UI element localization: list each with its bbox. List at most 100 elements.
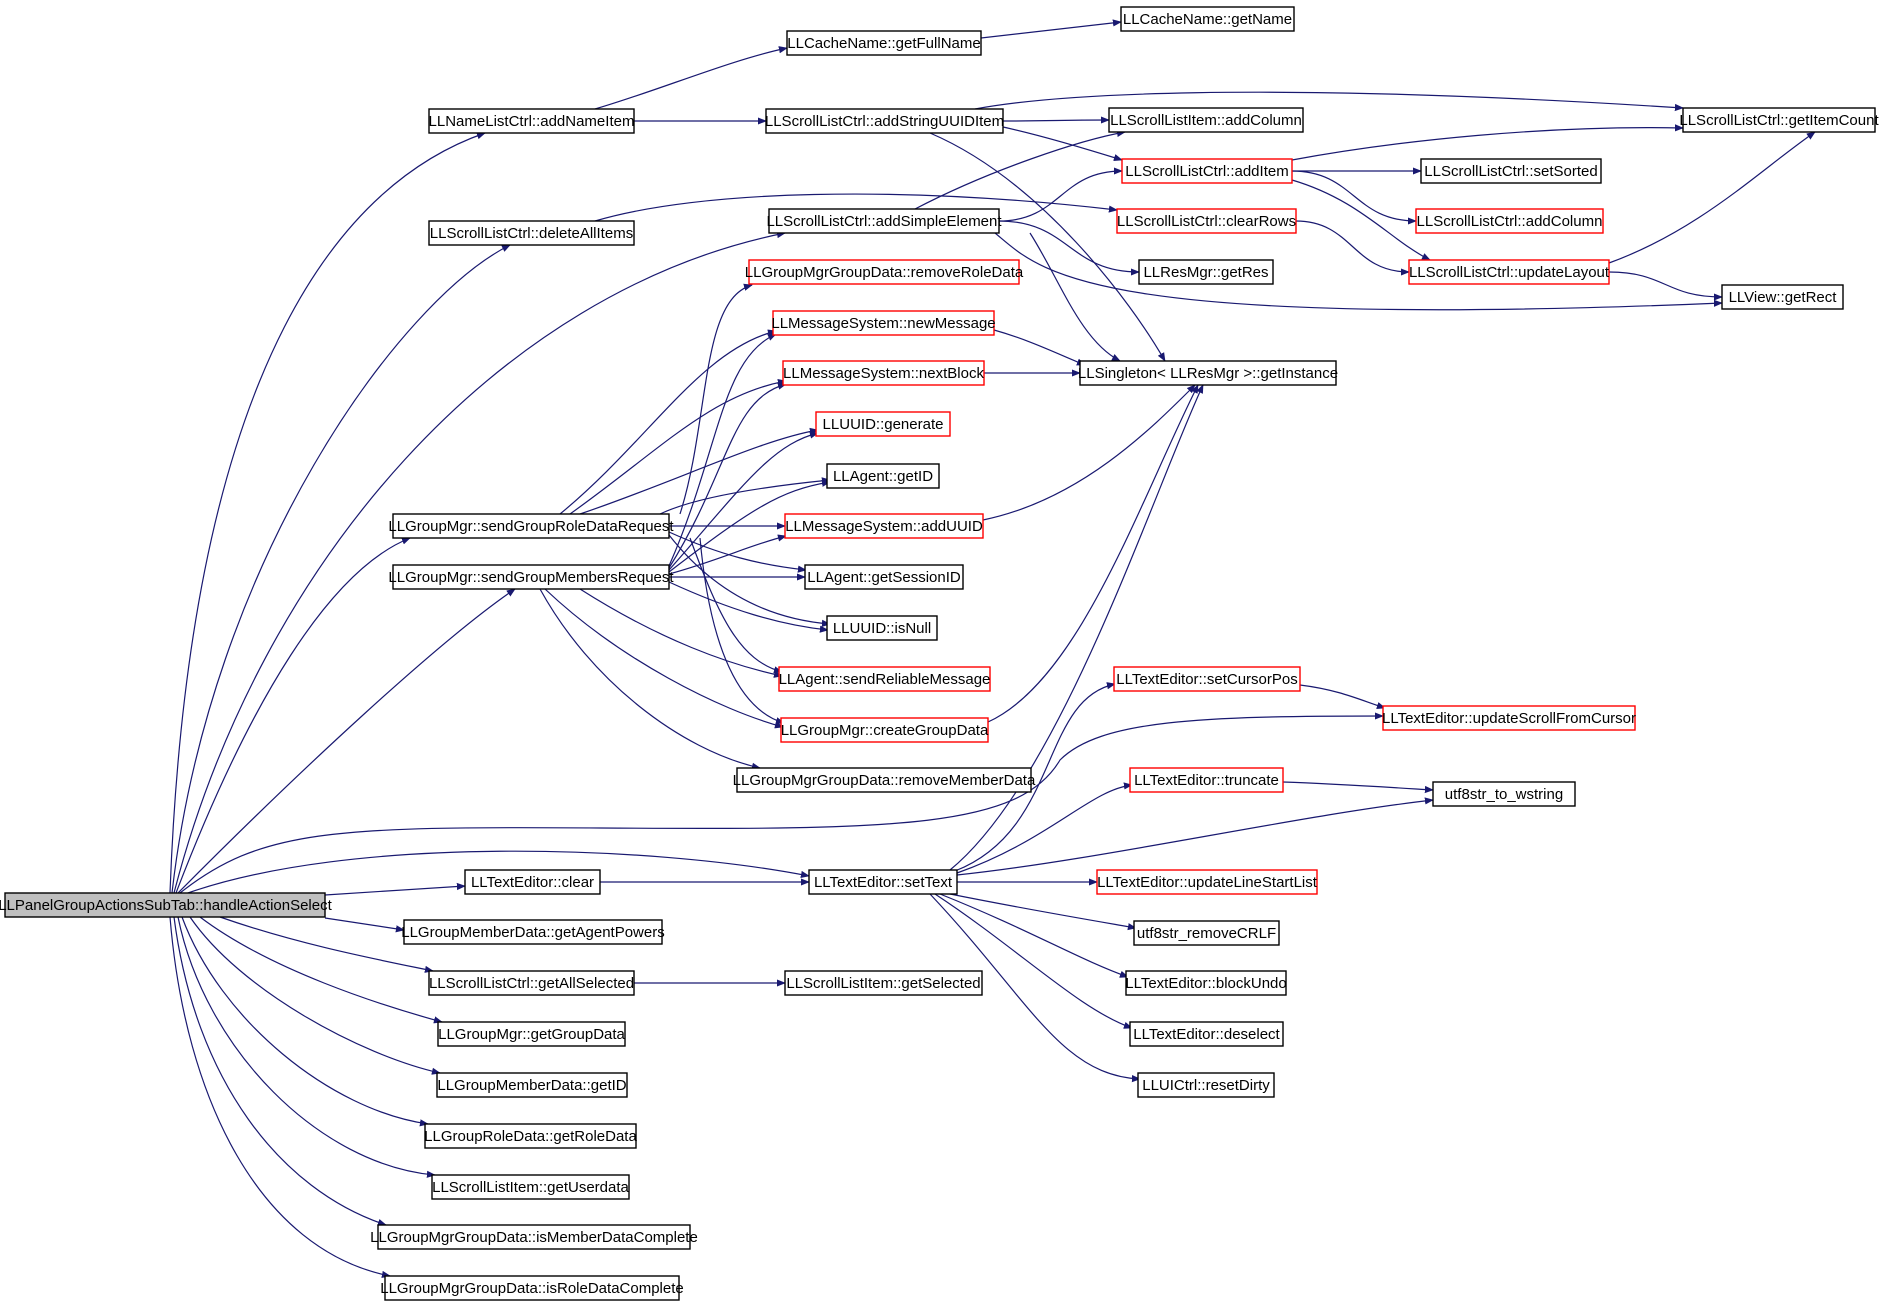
node-sl_setSorted[interactable]: LLScrollListCtrl::setSorted — [1420, 158, 1602, 184]
node-utf8str_to_wstring[interactable]: utf8str_to_wstring — [1432, 781, 1576, 807]
node-root[interactable]: LLPanelGroupActionsSubTab::handleActionS… — [0, 892, 333, 918]
edge-line — [1295, 220, 1410, 276]
edge-line — [668, 382, 787, 569]
node-te_blockUndo[interactable]: LLTextEditor::blockUndo — [1125, 970, 1287, 996]
node-sl_getItemCount[interactable]: LLScrollListCtrl::getItemCount — [1679, 107, 1879, 133]
edges-layer — [169, 19, 1816, 1278]
node-te_deselect[interactable]: LLTextEditor::deselect — [1129, 1021, 1284, 1047]
node-msg_addUUID[interactable]: LLMessageSystem::addUUID — [784, 513, 984, 539]
node-agent_sendReliableMessage[interactable]: LLAgent::sendReliableMessage — [778, 666, 991, 692]
node-box — [1079, 360, 1337, 386]
edge-sl_clearRows-to-sl_updateLayout — [1295, 220, 1410, 276]
node-box — [1382, 705, 1636, 731]
node-sl_addStringUUIDItem[interactable]: LLScrollListCtrl::addStringUUIDItem — [765, 108, 1004, 134]
node-label: LLUUID::isNull — [833, 620, 931, 637]
node-box — [4, 892, 326, 918]
node-cache_getName[interactable]: LLCacheName::getName — [1120, 6, 1295, 32]
edge-root-to-gmgd_isMemberDataComplete — [173, 916, 387, 1226]
node-te_updateScrollFromCursor[interactable]: LLTextEditor::updateScrollFromCursor — [1382, 705, 1636, 731]
node-res_getRes[interactable]: LLResMgr::getRes — [1138, 259, 1274, 285]
node-box — [1408, 259, 1610, 285]
edge-root-to-grd_getRoleData — [181, 916, 429, 1127]
edge-te_setCursorPos-to-te_updateScrollFromCursor — [1299, 684, 1386, 709]
node-box — [1120, 6, 1295, 32]
edge-gm_sendGroupMembersRequest-to-agent_getID — [668, 479, 831, 573]
node-label: LLTextEditor::blockUndo — [1125, 975, 1286, 992]
edge-te_setText-to-te_truncate — [956, 782, 1133, 874]
node-sli_addColumn[interactable]: LLScrollListItem::addColumn — [1108, 107, 1304, 133]
node-gm_createGroupData[interactable]: LLGroupMgr::createGroupData — [780, 717, 989, 743]
node-label: LLScrollListCtrl::setSorted — [1424, 163, 1597, 180]
node-uuid_isNull[interactable]: LLUUID::isNull — [826, 615, 938, 641]
edge-line — [949, 893, 1137, 931]
node-gmgd_isMemberDataComplete[interactable]: LLGroupMgrGroupData::isMemberDataComplet… — [370, 1224, 698, 1250]
node-msg_newMessage[interactable]: LLMessageSystem::newMessage — [771, 310, 996, 336]
node-grd_getRoleData[interactable]: LLGroupRoleData::getRoleData — [424, 1123, 637, 1149]
node-gm_getGroupData[interactable]: LLGroupMgr::getGroupData — [437, 1021, 626, 1047]
edge-msg_addUUID-to-singleton_getInstance — [982, 384, 1196, 521]
node-sl_addItem[interactable]: LLScrollListCtrl::addItem — [1121, 158, 1293, 184]
nodes-layer: LLPanelGroupActionsSubTab::handleActionS… — [0, 6, 1879, 1301]
edge-line — [169, 132, 486, 894]
node-box — [768, 208, 1000, 234]
edge-line — [177, 588, 516, 894]
node-te_clear[interactable]: LLTextEditor::clear — [464, 869, 601, 895]
node-label: LLGroupMgrGroupData::isMemberDataComplet… — [370, 1229, 698, 1246]
node-gm_sendGroupRoleDataRequest[interactable]: LLGroupMgr::sendGroupRoleDataRequest — [388, 513, 674, 539]
node-box — [778, 666, 991, 692]
edge-gm_sendGroupMembersRequest-to-gmgd_removeMemberData — [539, 588, 761, 770]
node-sl_clearRows[interactable]: LLScrollListCtrl::clearRows — [1116, 208, 1297, 234]
node-agent_getSessionID[interactable]: LLAgent::getSessionID — [804, 564, 964, 590]
node-uuid_generate[interactable]: LLUUID::generate — [815, 411, 951, 437]
node-gmgd_isRoleDataComplete[interactable]: LLGroupMgrGroupData::isRoleDataComplete — [380, 1275, 684, 1301]
edge-line — [934, 893, 1133, 1029]
node-sl_deleteAllItems[interactable]: LLScrollListCtrl::deleteAllItems — [428, 220, 635, 246]
node-utf8str_removeCRLF[interactable]: utf8str_removeCRLF — [1133, 920, 1280, 946]
node-gm_sendGroupMembersRequest[interactable]: LLGroupMgr::sendGroupMembersRequest — [388, 564, 674, 590]
node-sl_addColumn[interactable]: LLScrollListCtrl::addColumn — [1415, 208, 1604, 234]
edge-line — [1291, 170, 1417, 225]
edge-te_setText-to-singleton_getInstance — [949, 384, 1204, 871]
node-view_getRect[interactable]: LLView::getRect — [1721, 284, 1844, 310]
node-sl_getAllSelected[interactable]: LLScrollListCtrl::getAllSelected — [428, 970, 635, 996]
node-label: LLResMgr::getRes — [1143, 264, 1268, 281]
node-gmd_getID[interactable]: LLGroupMemberData::getID — [436, 1072, 628, 1098]
edge-line — [987, 384, 1199, 723]
node-name_addNameItem[interactable]: LLNameListCtrl::addNameItem — [428, 108, 635, 134]
node-sl_addSimpleElement[interactable]: LLScrollListCtrl::addSimpleElement — [766, 208, 1002, 234]
edge-gm_sendGroupMembersRequest-to-msg_newMessage — [668, 333, 777, 567]
node-te_setCursorPos[interactable]: LLTextEditor::setCursorPos — [1113, 666, 1301, 692]
node-sli_getSelected[interactable]: LLScrollListItem::getSelected — [784, 970, 983, 996]
edge-root-to-gm_sendGroupRoleDataRequest — [175, 537, 411, 894]
node-te_updateLineStartList[interactable]: LLTextEditor::updateLineStartList — [1096, 869, 1318, 895]
node-msg_nextBlock[interactable]: LLMessageSystem::nextBlock — [782, 360, 985, 386]
edge-line — [569, 378, 787, 515]
node-label: LLGroupMemberData::getAgentPowers — [401, 924, 664, 941]
edge-te_setText-to-te_blockUndo — [939, 893, 1129, 978]
node-uictrl_resetDirty[interactable]: LLUICtrl::resetDirty — [1137, 1072, 1275, 1098]
edge-sl_addStringUUIDItem-to-sl_addItem — [1002, 126, 1123, 162]
node-gmgd_removeRoleData[interactable]: LLGroupMgrGroupData::removeRoleData — [745, 259, 1024, 285]
node-agent_getID[interactable]: LLAgent::getID — [826, 463, 940, 489]
edge-line — [179, 712, 1384, 894]
node-te_truncate[interactable]: LLTextEditor::truncate — [1129, 767, 1284, 793]
node-gmgd_removeMemberData[interactable]: LLGroupMgrGroupData::removeMemberData — [733, 767, 1036, 793]
edge-gm_sendGroupMembersRequest-to-uuid_isNull — [668, 581, 829, 633]
edge-sl_addSimpleElement-to-sli_addColumn — [914, 129, 1126, 210]
node-cache_getFullName[interactable]: LLCacheName::getFullName — [786, 30, 982, 56]
node-singleton_getInstance[interactable]: LLSingleton< LLResMgr >::getInstance — [1078, 360, 1338, 386]
edge-line — [929, 132, 1166, 362]
node-te_setText[interactable]: LLTextEditor::setText — [808, 869, 958, 895]
node-gmd_getAgentPowers[interactable]: LLGroupMemberData::getAgentPowers — [401, 919, 665, 945]
edge-root-to-gm_sendGroupMembersRequest — [177, 588, 516, 894]
node-label: LLMessageSystem::nextBlock — [783, 365, 984, 382]
edge-line — [956, 797, 1434, 876]
node-box — [736, 767, 1032, 793]
node-label: LLGroupMgr::sendGroupRoleDataRequest — [388, 518, 674, 535]
node-box — [808, 869, 958, 895]
edge-line — [974, 91, 1684, 112]
node-label: LLGroupMgrGroupData::removeMemberData — [733, 772, 1036, 789]
node-sli_getUserdata[interactable]: LLScrollListItem::getUserdata — [431, 1174, 630, 1200]
edge-sl_addItem-to-sl_updateLayout — [1291, 179, 1431, 261]
node-sl_updateLayout[interactable]: LLScrollListCtrl::updateLayout — [1408, 259, 1610, 285]
